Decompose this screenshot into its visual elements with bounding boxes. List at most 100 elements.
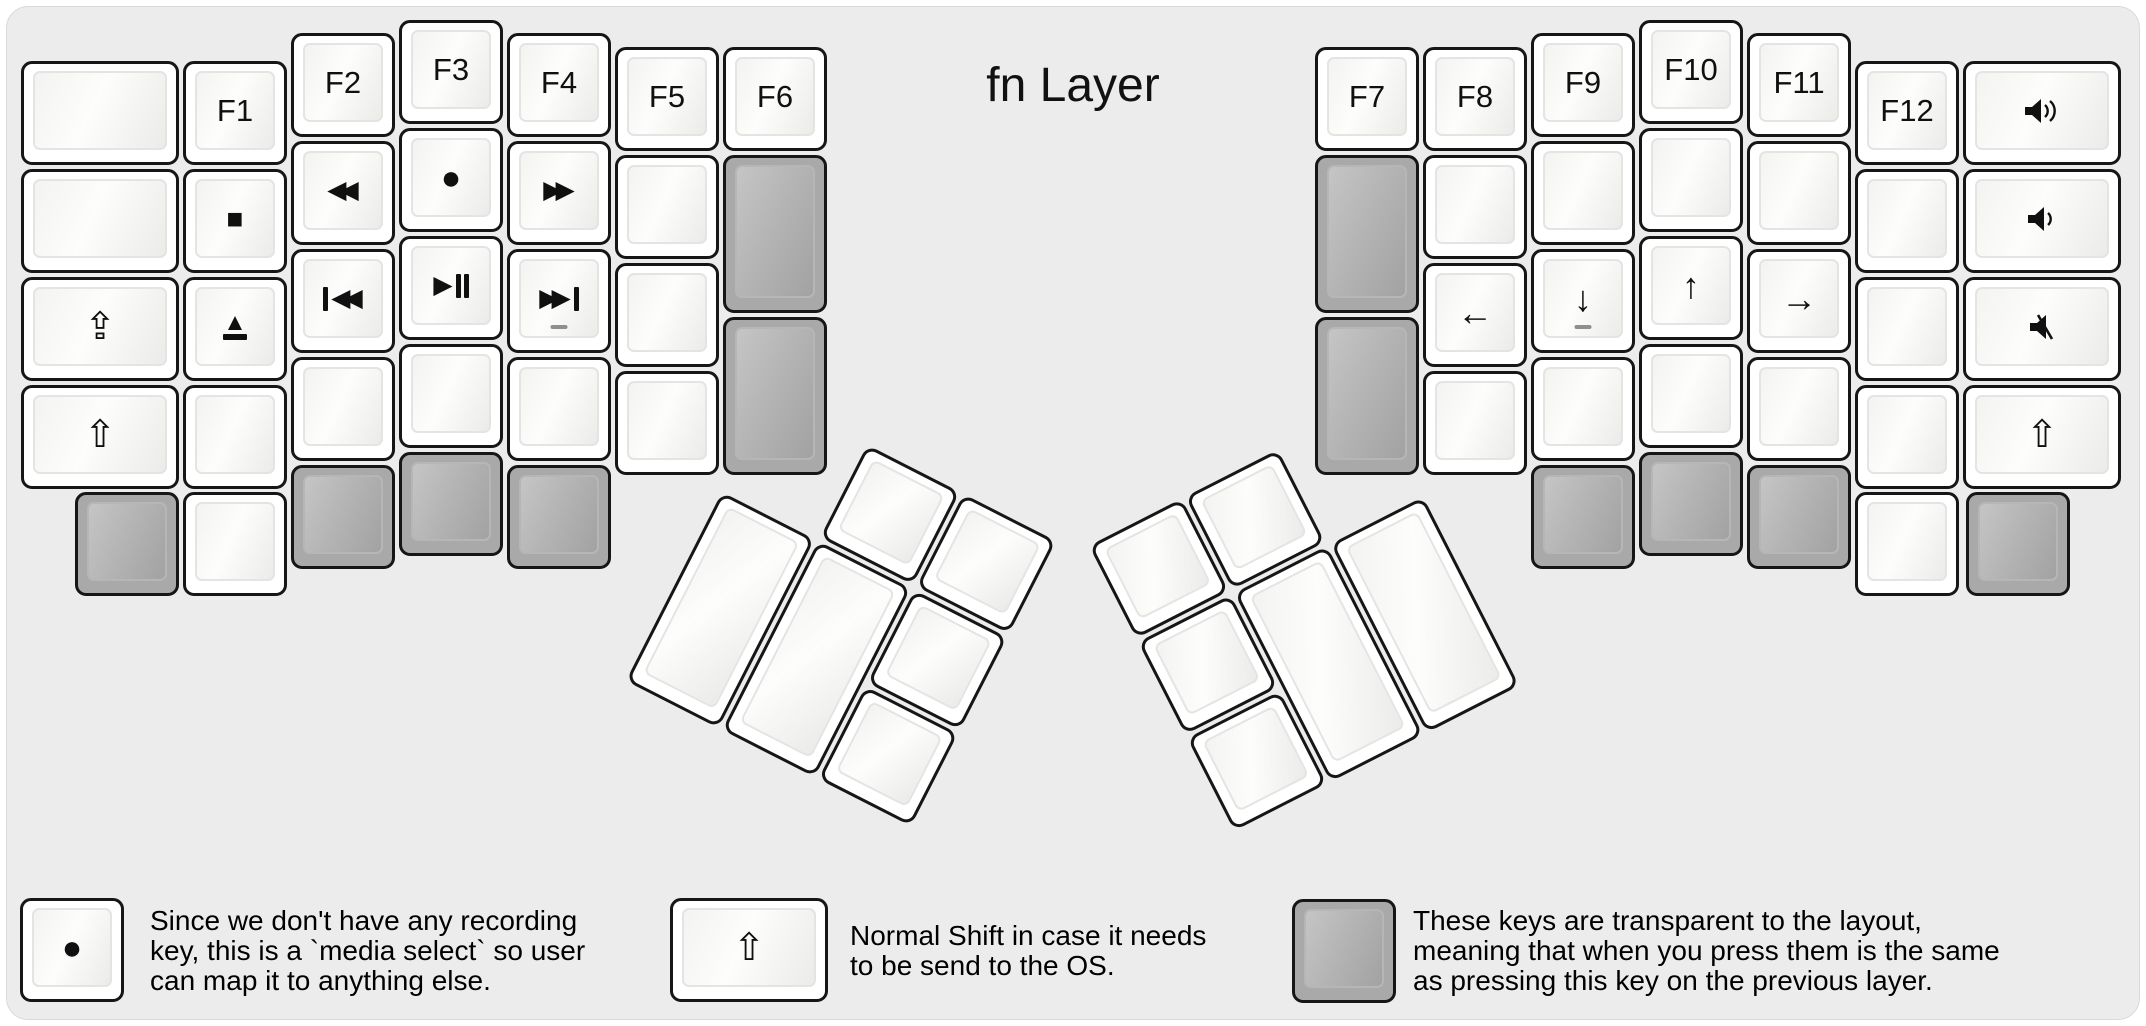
key-f8[interactable]: F8 (1423, 47, 1527, 151)
key-blank[interactable] (21, 61, 179, 165)
volume-down-icon (2028, 206, 2052, 231)
keycap: ↓ (1543, 259, 1623, 338)
key-transparent-blank[interactable] (723, 155, 827, 313)
keycap: ◀◀ (303, 151, 383, 230)
key-blank[interactable] (1639, 128, 1743, 232)
keycap (1651, 138, 1731, 217)
key-shift[interactable]: ⇧ (21, 385, 179, 489)
keycap: ■ (195, 179, 275, 258)
key-blank[interactable] (1747, 141, 1851, 245)
key-transparent-blank[interactable] (1531, 465, 1635, 569)
key-capslock[interactable]: ⇪ (21, 277, 179, 381)
key-label: F9 (1564, 64, 1602, 100)
key-blank[interactable] (1423, 155, 1527, 259)
homing-bar (550, 325, 568, 329)
key-f4[interactable]: F4 (507, 33, 611, 137)
keycap (303, 475, 383, 554)
keycap (1867, 287, 1947, 366)
keycap: F11 (1759, 43, 1839, 122)
keycap (1867, 502, 1947, 581)
key-f10[interactable]: F10 (1639, 20, 1743, 124)
key-transparent-blank[interactable] (1639, 452, 1743, 556)
key-transparent-blank[interactable] (399, 452, 503, 556)
key-blank[interactable] (21, 169, 179, 273)
key-blank[interactable] (1747, 357, 1851, 461)
key-arrow-left[interactable]: ← (1423, 263, 1527, 367)
key-blank[interactable] (1855, 492, 1959, 596)
key-blank[interactable] (183, 385, 287, 489)
key-transparent-blank[interactable] (507, 465, 611, 569)
capslock-icon: ⇪ (84, 305, 116, 348)
key-transparent-blank[interactable] (1966, 492, 2070, 596)
key-arrow-right[interactable]: → (1747, 249, 1851, 353)
shift-icon: ⇧ (733, 926, 765, 969)
key-blank[interactable] (507, 357, 611, 461)
keycap (195, 395, 275, 474)
key-f6[interactable]: F6 (723, 47, 827, 151)
key-prev-track[interactable]: ◀◀ (291, 249, 395, 353)
arrow-right-icon: → (1781, 277, 1817, 319)
key-shift[interactable]: ⇧ (1963, 385, 2121, 489)
key-transparent-blank[interactable] (1315, 155, 1419, 313)
key-f5[interactable]: F5 (615, 47, 719, 151)
key-blank[interactable] (615, 371, 719, 475)
key-blank[interactable] (615, 155, 719, 259)
keycap (1975, 71, 2109, 150)
key-blank[interactable] (615, 263, 719, 367)
key-transparent-blank[interactable] (1747, 465, 1851, 569)
key-transparent-blank[interactable] (723, 317, 827, 475)
keycap (627, 165, 707, 244)
keycap: ▲ (195, 287, 275, 366)
key-transparent-blank[interactable] (75, 492, 179, 596)
key-blank[interactable] (1855, 169, 1959, 273)
key-blank[interactable] (1531, 141, 1635, 245)
key-volume-up[interactable] (1963, 61, 2121, 165)
keycap (1304, 909, 1384, 988)
key-blank[interactable] (1855, 385, 1959, 489)
key-stop[interactable]: ■ (183, 169, 287, 273)
key-record[interactable]: ● (399, 128, 503, 232)
key-blank[interactable] (1531, 357, 1635, 461)
rewind-icon: ◀◀ (327, 176, 359, 204)
key-f7[interactable]: F7 (1315, 47, 1419, 151)
key-label: F5 (648, 78, 686, 114)
key-rewind[interactable]: ◀◀ (291, 141, 395, 245)
key-eject[interactable]: ▲ (183, 277, 287, 381)
legend-text-shift: Normal Shift in case it needs to be send… (850, 920, 1207, 981)
key-arrow-down[interactable]: ↓ (1531, 249, 1635, 353)
key-transparent-blank[interactable] (291, 465, 395, 569)
key-f3[interactable]: F3 (399, 20, 503, 124)
keycap (33, 179, 167, 258)
shift-icon: ⇧ (84, 413, 116, 456)
key-blank[interactable] (183, 492, 287, 596)
key-transparent-blank[interactable] (1315, 317, 1419, 475)
key-mute[interactable] (1963, 277, 2121, 381)
key-f12[interactable]: F12 (1855, 61, 1959, 165)
eject-icon: ▲ (223, 310, 247, 341)
key-play-pause[interactable]: ▶ (399, 236, 503, 340)
keycap: ← (1435, 273, 1515, 352)
keycap: F4 (519, 43, 599, 122)
key-arrow-up[interactable]: ↑ (1639, 236, 1743, 340)
key-label: F11 (1773, 64, 1825, 100)
key-label: F8 (1456, 78, 1494, 114)
arrow-up-icon: ↑ (1682, 264, 1700, 306)
key-next-track[interactable]: ▶▶ (507, 249, 611, 353)
key-blank[interactable] (1639, 344, 1743, 448)
key-blank[interactable] (1855, 277, 1959, 381)
keycap (933, 508, 1041, 615)
key-blank[interactable] (1423, 371, 1527, 475)
key-f11[interactable]: F11 (1747, 33, 1851, 137)
key-f2[interactable]: F2 (291, 33, 395, 137)
keycap (411, 354, 491, 433)
key-f1[interactable]: F1 (183, 61, 287, 165)
key-fast-forward[interactable]: ▶▶ (507, 141, 611, 245)
keycap: ● (411, 138, 491, 217)
key-blank[interactable] (291, 357, 395, 461)
keycap: ⇧ (682, 908, 816, 987)
key-label: F1 (216, 92, 254, 128)
key-blank[interactable] (399, 344, 503, 448)
key-volume-down[interactable] (1963, 169, 2121, 273)
key-f9[interactable]: F9 (1531, 33, 1635, 137)
keycap: ⇧ (33, 395, 167, 474)
